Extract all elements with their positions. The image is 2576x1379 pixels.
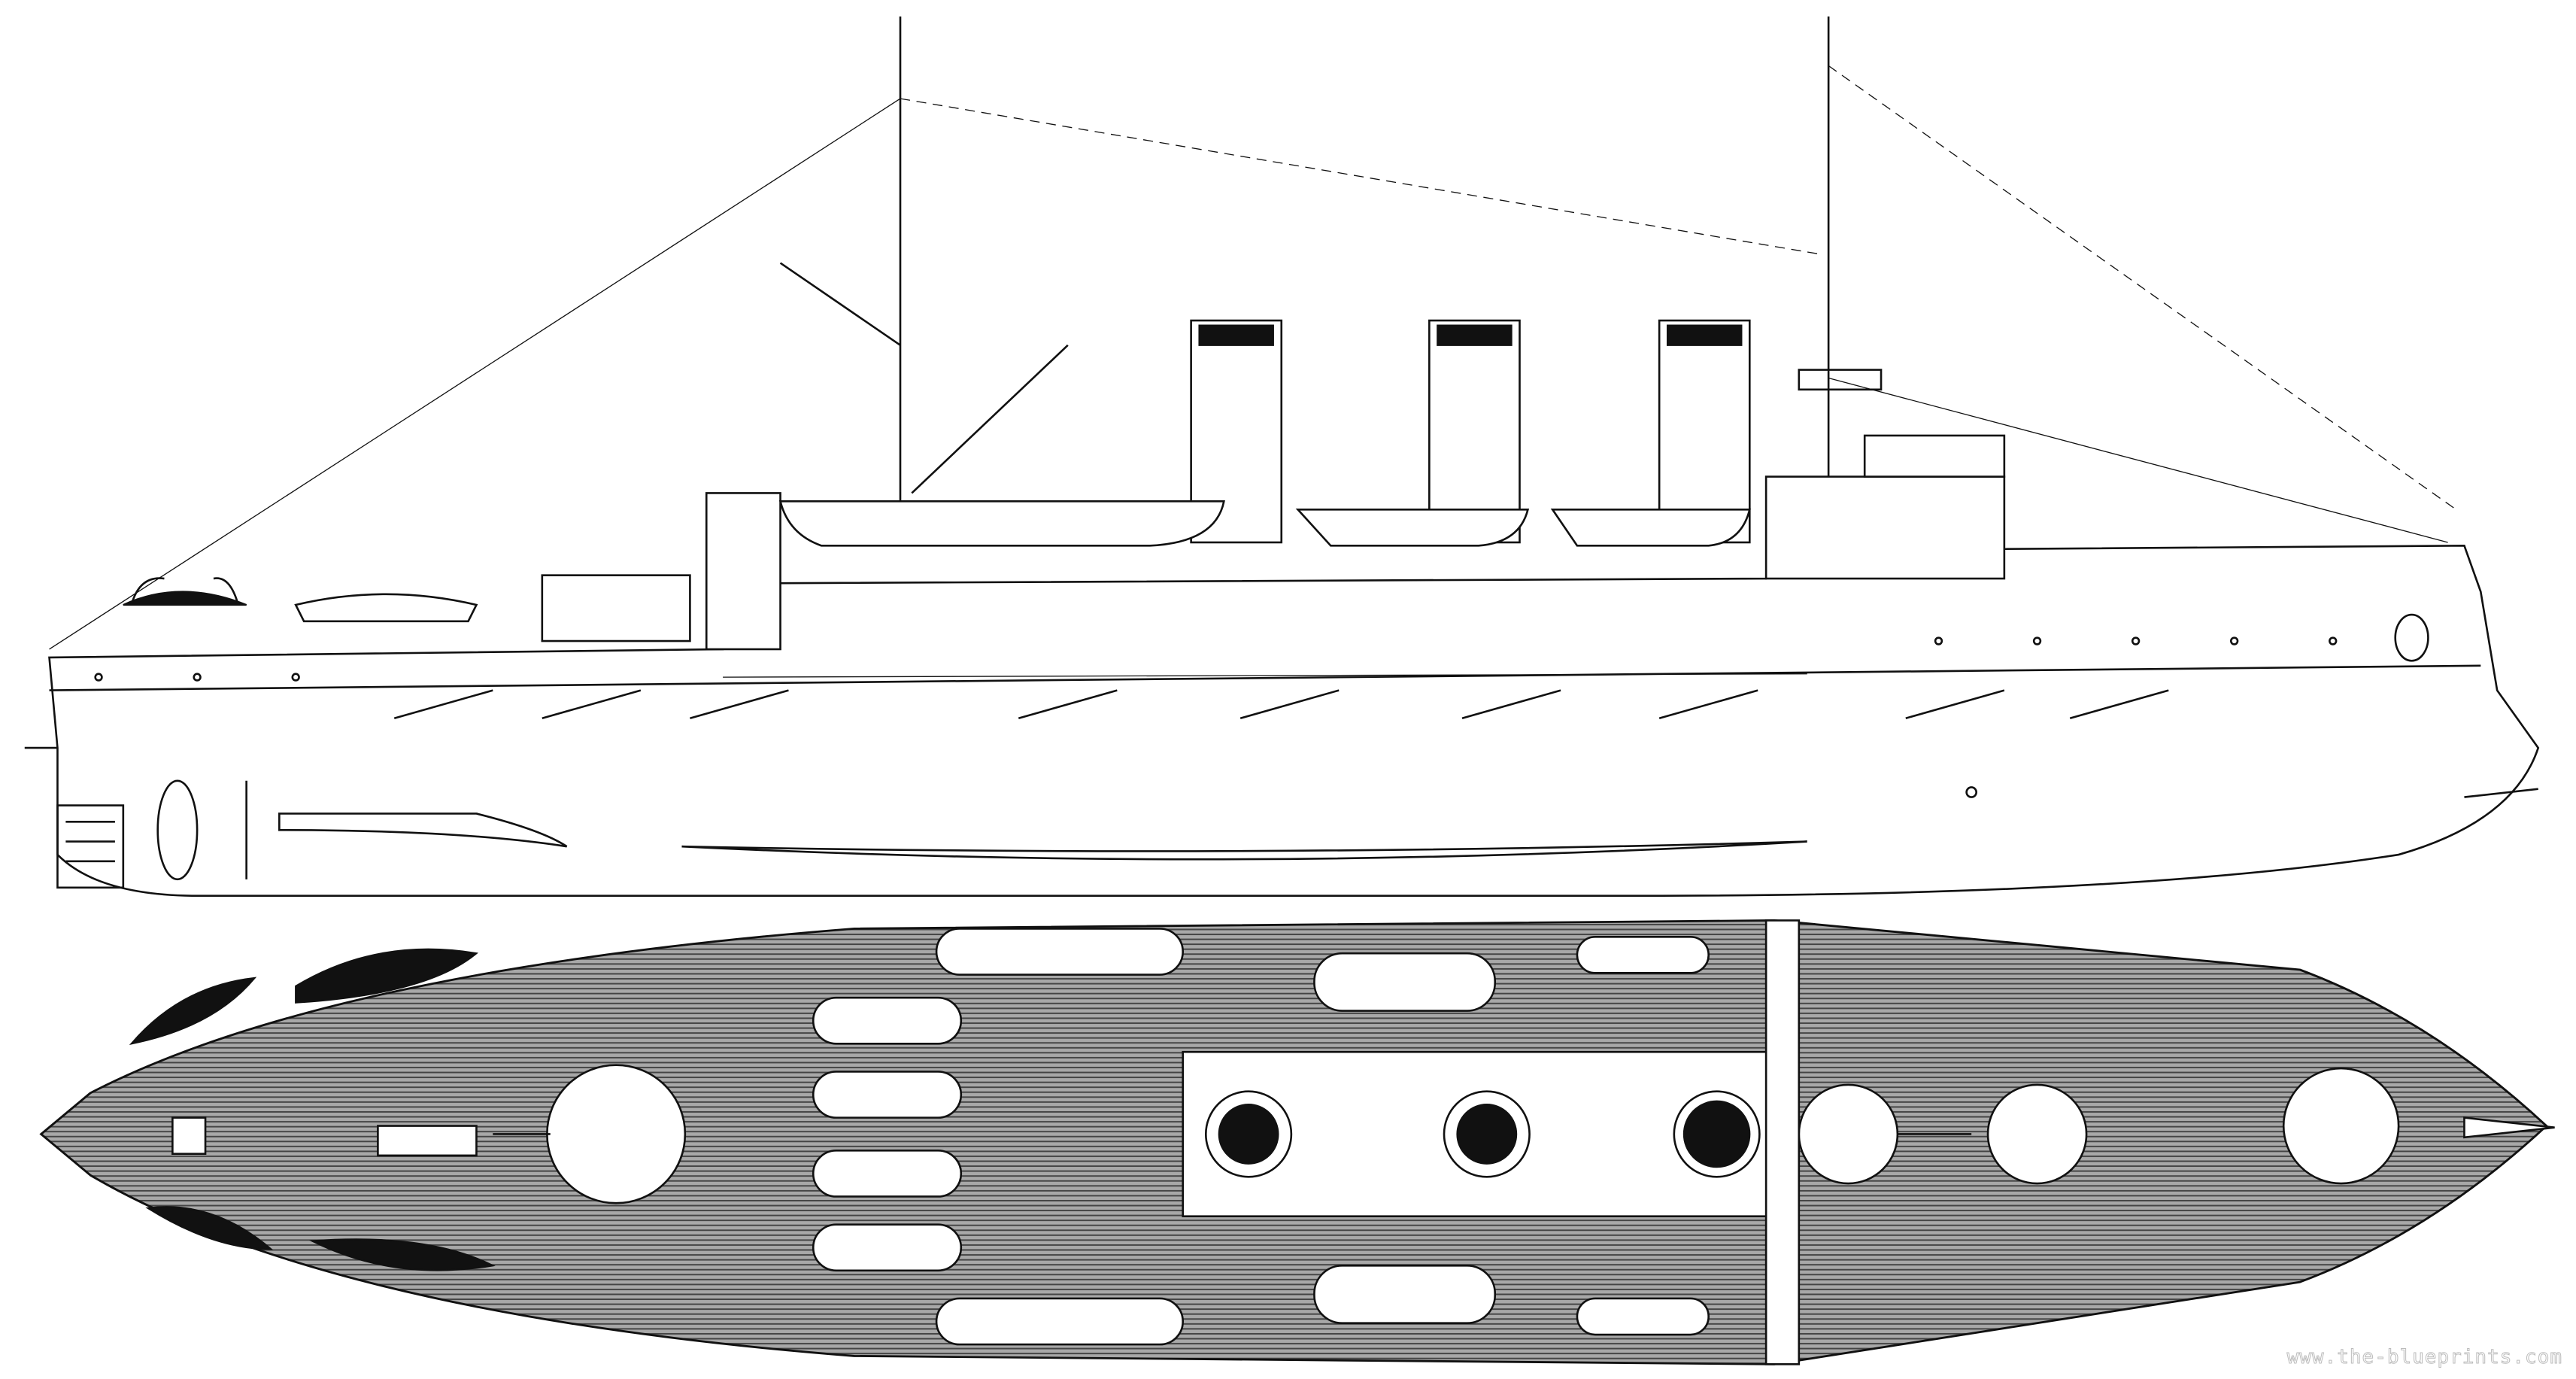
watermark: www.the-blueprints.com xyxy=(2286,1346,2562,1369)
masts xyxy=(49,16,2456,650)
funnel-tops xyxy=(1204,1090,1761,1178)
aft-turret xyxy=(546,1064,687,1204)
side-profile-view xyxy=(24,16,2540,897)
fore-turret xyxy=(1798,1083,1899,1185)
funnels xyxy=(1190,319,1751,544)
portholes xyxy=(94,613,2429,798)
deck-plan-view xyxy=(39,919,2555,1365)
hull-side xyxy=(48,545,2540,897)
